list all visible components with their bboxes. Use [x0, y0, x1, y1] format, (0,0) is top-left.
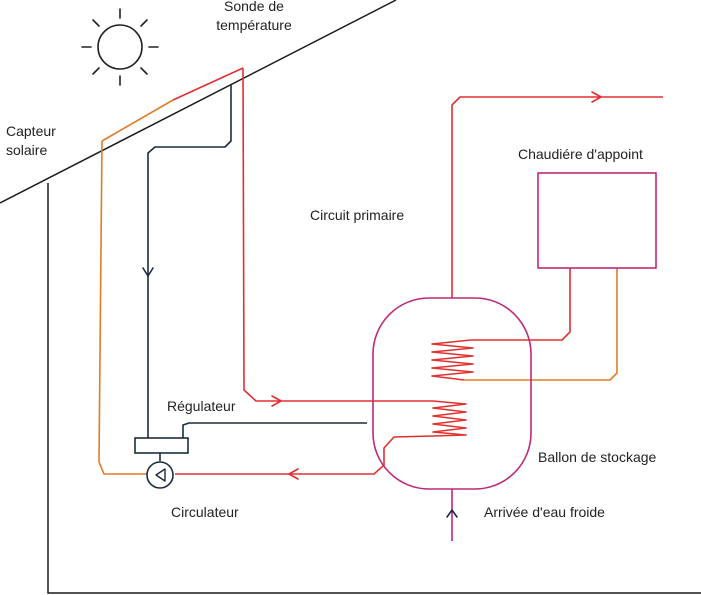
down-arrow-sensor: [142, 267, 154, 277]
hot-supply-pipe: [242, 67, 433, 402]
house-wall: [47, 183, 701, 594]
left-arrow-return: [288, 468, 299, 480]
label-sonde-line1: Sonde de: [224, 0, 284, 14]
label-sonde-line2: température: [216, 17, 292, 33]
right-arrow-primary: [271, 395, 282, 407]
label-sonde: Sonde de température: [216, 0, 291, 35]
collector-cold-side: [101, 99, 174, 142]
label-regulateur: Régulateur: [167, 398, 236, 414]
label-chaudiere: Chaudiére d'appoint: [518, 146, 643, 162]
up-arrow-inlet: [446, 509, 458, 518]
boiler-return-pipe: [464, 268, 618, 381]
pump-icon: [146, 461, 174, 489]
regulator-box: [134, 437, 189, 454]
boiler-supply-pipe: [471, 268, 571, 341]
tank-sensor-wire: [182, 422, 367, 438]
upper-coil: [431, 339, 474, 381]
label-capteur: Capteur solaire: [6, 122, 56, 160]
label-capteur-line1: Capteur: [6, 123, 56, 139]
solar-collector: [101, 67, 244, 142]
backup-boiler: [537, 172, 657, 269]
label-circuit-primaire: Circuit primaire: [310, 207, 405, 223]
label-ballon: Ballon de stockage: [538, 449, 657, 465]
storage-tank: [372, 297, 532, 490]
collector-hot-side: [172, 67, 244, 101]
arrow-icon: [142, 91, 602, 518]
sensor-wire: [147, 84, 232, 438]
right-arrow-outlet: [591, 91, 602, 103]
label-circulateur: Circulateur: [171, 504, 239, 520]
control-wiring: [147, 84, 367, 461]
label-capteur-line2: solaire: [6, 142, 48, 158]
cold-return-pipe: [98, 140, 148, 475]
lower-coil: [432, 400, 467, 437]
primary-return-pipe: [175, 435, 434, 475]
sun-icon: [81, 8, 159, 86]
hot-water-outlet-pipe: [451, 96, 663, 298]
label-arrivee: Arrivée d'eau froide: [484, 504, 605, 520]
roof-line: [0, 0, 397, 204]
